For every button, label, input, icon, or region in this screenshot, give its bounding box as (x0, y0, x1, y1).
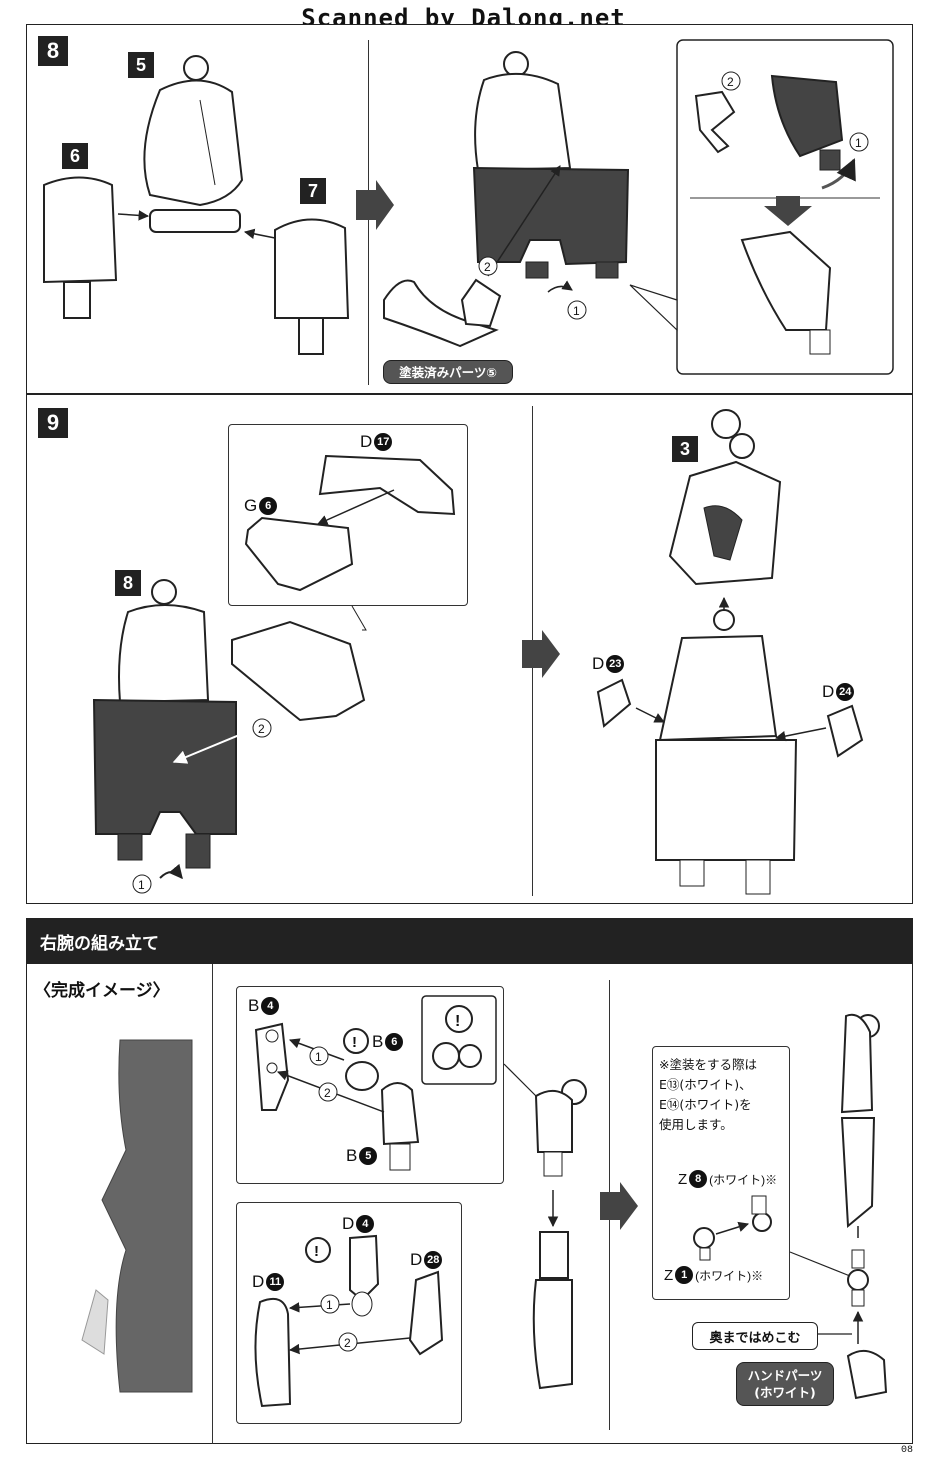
svg-text:1: 1 (315, 1050, 322, 1064)
label-d23-letter: D (592, 654, 605, 673)
label-z1-letter: Z (664, 1266, 674, 1284)
part-7-badge: 7 (300, 178, 326, 204)
press-in-label: 奥まではめこむ (692, 1322, 818, 1350)
label-d17-number: 17 (374, 433, 393, 451)
step-8-number: 8 (38, 36, 68, 66)
label-b4-number: 4 (261, 997, 280, 1015)
step-9-illustration: 2 1 (92, 409, 864, 895)
svg-text:!: ! (352, 1034, 357, 1051)
label-d11: D 11 (252, 1272, 285, 1292)
label-d24: D 24 (822, 682, 855, 702)
label-z8-letter: Z (678, 1170, 688, 1188)
label-b5-letter: B (346, 1146, 358, 1165)
label-g6-number: 6 (259, 497, 278, 515)
label-d28-letter: D (410, 1250, 423, 1269)
label-g6-letter: G (244, 496, 258, 515)
label-b4: B 4 (248, 996, 280, 1016)
label-d4-letter: D (342, 1214, 355, 1233)
label-d24-letter: D (822, 682, 835, 701)
svg-text:1: 1 (138, 878, 145, 892)
hand-parts-line-2: (ホワイト) (754, 1385, 816, 1400)
label-b5: B 5 (346, 1146, 378, 1166)
part-6-badge: 6 (62, 143, 88, 169)
note-line-1: ※塗装をする際は (659, 1057, 757, 1072)
step-8-illustration: 2 1 2 1 (43, 39, 894, 375)
label-d11-letter: D (252, 1272, 265, 1291)
label-z1: Z 1 (ホワイト)※ (664, 1266, 763, 1284)
label-d4-number: 4 (356, 1215, 375, 1233)
label-z1-text: (ホワイト)※ (695, 1268, 764, 1283)
label-d24-number: 24 (836, 683, 855, 701)
svg-text:2: 2 (344, 1336, 351, 1350)
step-9-number: 9 (38, 408, 68, 438)
svg-text:2: 2 (258, 722, 265, 736)
part-8-badge: 8 (115, 570, 141, 596)
label-z8: Z 8 (ホワイト)※ (678, 1170, 777, 1188)
right-arm-section-title: 右腕の組み立て (26, 918, 913, 964)
label-z1-number: 1 (675, 1266, 694, 1284)
label-d17: D 17 (360, 432, 393, 452)
part-3-badge: 3 (672, 436, 698, 462)
svg-text:2: 2 (484, 260, 491, 274)
part-5-badge: 5 (128, 52, 154, 78)
note-line-4: 使用します。 (659, 1117, 733, 1132)
svg-text:1: 1 (326, 1298, 333, 1312)
label-d28-number: 28 (424, 1251, 443, 1269)
label-d17-letter: D (360, 432, 373, 451)
paint-note-box: ※塗装をする際は E⑬(ホワイト)、 E⑭(ホワイト)を 使用します。 (652, 1046, 790, 1300)
preview-divider (212, 964, 213, 1444)
step-9-detail-box (228, 424, 468, 606)
label-b4-letter: B (248, 996, 260, 1015)
label-d23-number: 23 (606, 655, 625, 673)
label-d28: D 28 (410, 1250, 443, 1270)
label-b6-number: 6 (385, 1033, 404, 1051)
note-line-3: E⑭(ホワイト)を (659, 1097, 752, 1112)
label-z8-number: 8 (689, 1170, 708, 1188)
svg-text:1: 1 (855, 136, 862, 150)
svg-text:1: 1 (573, 304, 580, 318)
label-d11-number: 11 (266, 1273, 285, 1291)
label-d4: D 4 (342, 1214, 375, 1234)
right-arm-section-panel (26, 964, 913, 1444)
svg-text:2: 2 (727, 75, 734, 89)
page-number: 08 (900, 1445, 913, 1456)
painted-parts-pill: 塗装済みパーツ⑤ (383, 360, 513, 384)
label-b5-number: 5 (359, 1147, 378, 1165)
svg-text:!: ! (455, 1013, 460, 1030)
label-d23: D 23 (592, 654, 625, 674)
hand-parts-pill: ハンドパーツ (ホワイト) (736, 1362, 834, 1406)
label-g6: G 6 (244, 496, 278, 516)
svg-text:2: 2 (324, 1086, 331, 1100)
label-b6: B 6 (372, 1032, 404, 1052)
svg-text:!: ! (314, 1243, 319, 1260)
label-z8-text: (ホワイト)※ (709, 1172, 778, 1187)
label-b6-letter: B (372, 1032, 384, 1051)
hand-parts-line-1: ハンドパーツ (747, 1368, 823, 1383)
completed-image-label: 〈完成イメージ〉 (34, 981, 170, 1000)
note-line-2: E⑬(ホワイト)、 (659, 1077, 752, 1092)
